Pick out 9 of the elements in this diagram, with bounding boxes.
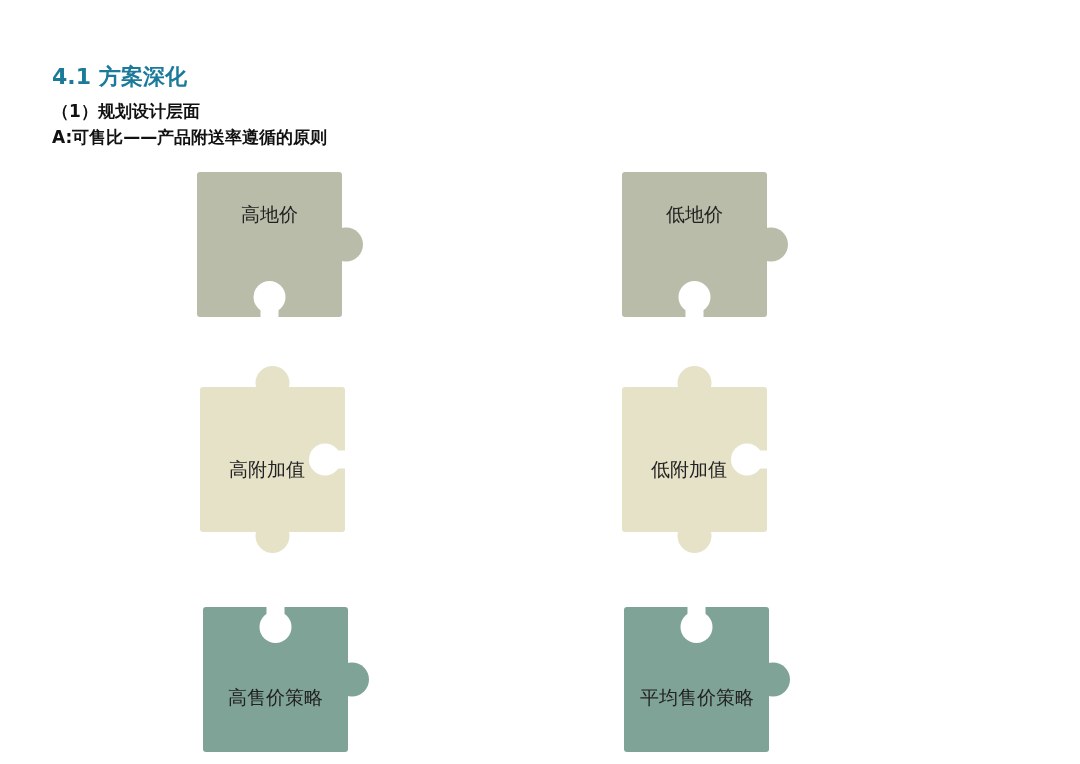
- piece-label: 低附加值: [650, 457, 727, 482]
- piece-label: 低地价: [666, 202, 723, 227]
- piece-label: 平均售价策略: [639, 685, 754, 710]
- subheading: A:可售比——产品附送率遵循的原则: [52, 126, 328, 149]
- piece-label: 高附加值: [228, 457, 305, 482]
- section-title: 4.1 方案深化: [52, 63, 187, 91]
- piece-label: 高地价: [241, 202, 298, 227]
- piece-label: 高售价策略: [228, 685, 323, 710]
- subheading: （1）规划设计层面: [52, 100, 200, 123]
